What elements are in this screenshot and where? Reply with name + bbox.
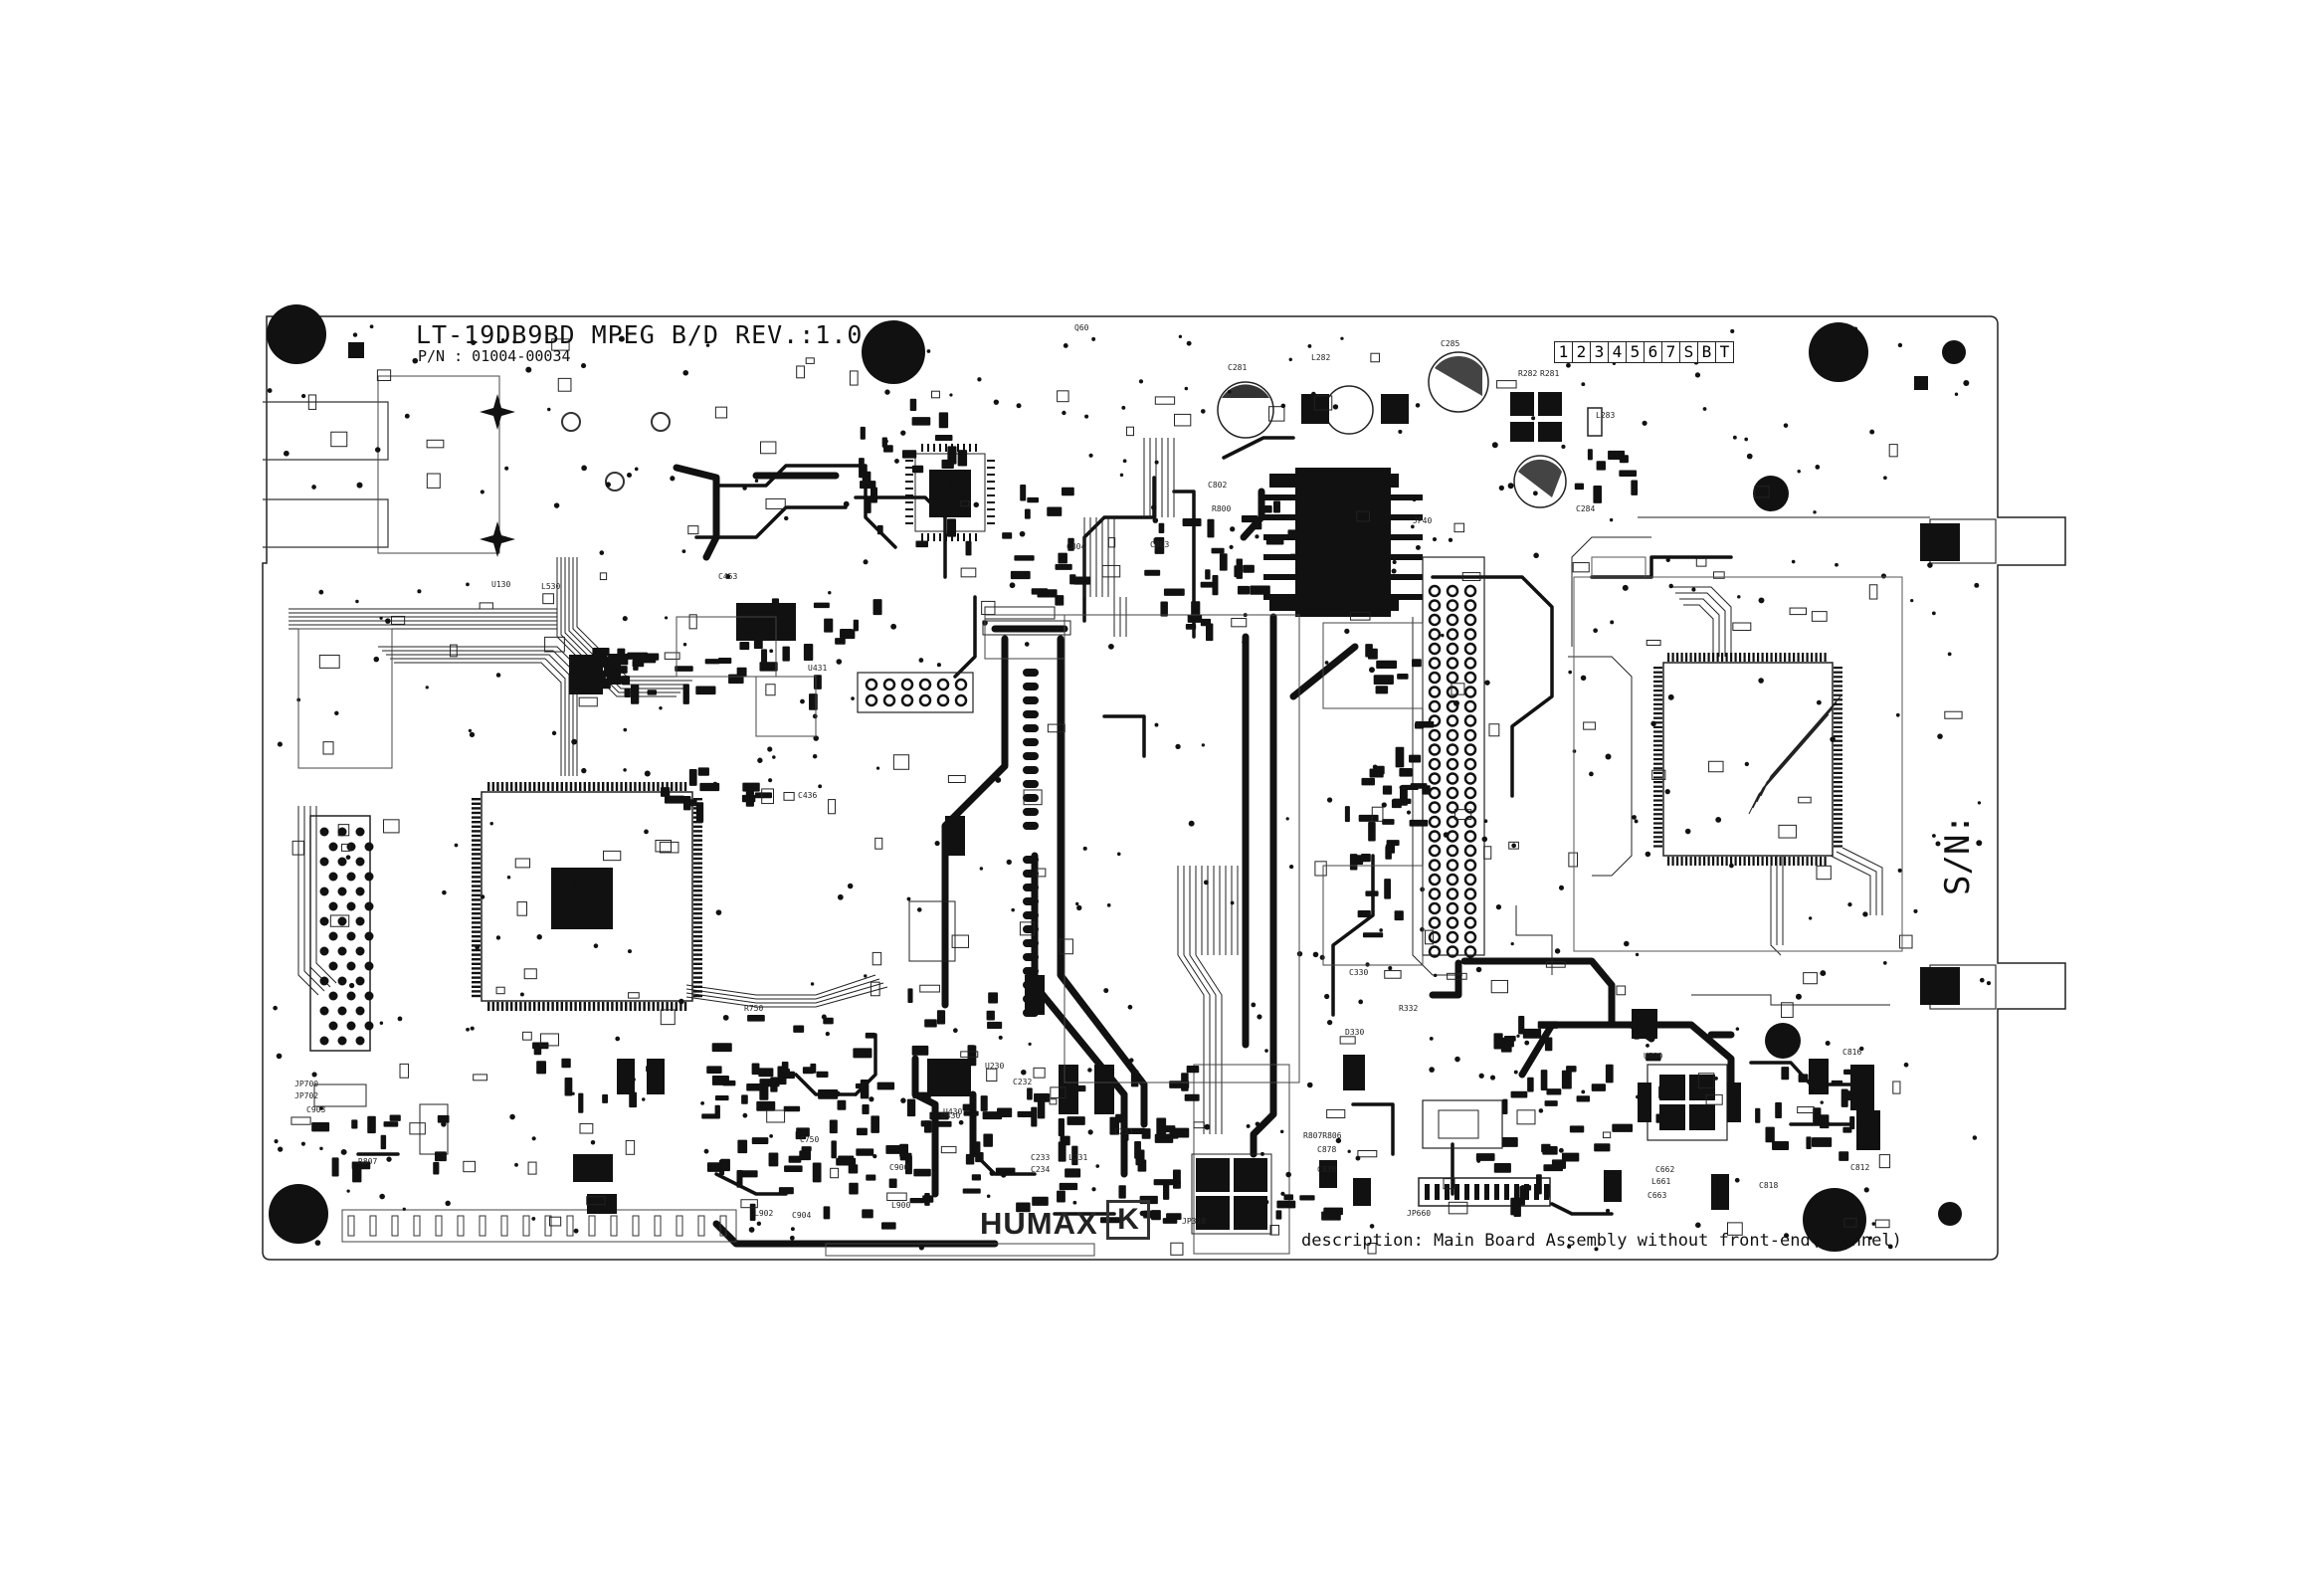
component-label: R807 [358,1157,377,1166]
mount-hole [269,1184,328,1244]
board-description: description: Main Board Assembly without… [1301,1231,1902,1251]
component-label: C284 [1576,504,1595,513]
component-label: C330 [1349,968,1368,977]
component-label: JP700 [294,1080,318,1088]
component-label: C812 [1850,1163,1869,1172]
component-label: C903 [306,1105,325,1114]
power-module [1638,1064,1741,1141]
component-label: C900 [889,1163,908,1172]
pin-number: 5 [1626,341,1645,363]
component-label: R807R806 [1303,1131,1342,1140]
component-label: R800 [1212,504,1231,513]
component-label: C803 [1150,540,1169,549]
component-label: C281 [1228,363,1247,372]
pin-number: 7 [1661,341,1680,363]
pin-number: 3 [1590,341,1609,363]
component-label: JP310 [1182,1217,1206,1226]
component-label: C904 [792,1211,811,1220]
component-label: L661 [1651,1177,1670,1186]
dsub-connector [309,815,374,1052]
component-label: C878 [1317,1145,1336,1154]
pin-number: T [1715,341,1734,363]
component-label: C802 [1208,481,1227,490]
component-label: C816 [1842,1048,1861,1057]
component-label: C804 [1066,542,1085,551]
board-title: LT-19DB9BD MPEG B/D REV.:1.0 [416,320,864,349]
component-label: U800 [1644,1052,1662,1061]
component-label: C436 [798,791,817,800]
qfp-chip-right [1662,662,1834,857]
component-label: U230 [985,1062,1004,1071]
pin-number: 2 [1572,341,1591,363]
component-label: U130 [491,580,510,589]
pin-number: 1 [1554,341,1573,363]
component-label: C818 [1759,1181,1778,1190]
component-label: C234 [1031,1165,1050,1174]
component-label: C231 [1114,1127,1133,1136]
pin-number: 4 [1608,341,1627,363]
component-label: R750 [744,1004,763,1013]
mount-hole [862,320,925,384]
component-label: R282 [1518,369,1537,378]
board-outline [262,315,2066,1261]
component-label: L900 [891,1201,910,1210]
component-label: JP702 [294,1091,318,1100]
component-label: U430 [943,1107,962,1116]
component-label: JP660 [1407,1209,1431,1218]
component-label: C663 [1647,1191,1666,1200]
brand-mark: K [1106,1200,1150,1240]
component-label: U430 [941,1111,960,1120]
component-label: C750 [800,1135,819,1144]
component-label: D330 [1345,1028,1364,1037]
component-label: L282 [1311,353,1330,362]
pin-number: 6 [1644,341,1662,363]
component-label: U431 [808,664,827,673]
qfp-right-pins [905,444,1842,866]
component-label: C662 [1655,1165,1674,1174]
serial-number-label: S/N: [1938,814,1978,895]
part-number: P/N : 01004-00034 [418,347,571,365]
component-label: C830 [1317,1165,1336,1174]
component-label: Q60 [1074,323,1089,332]
qfp-chip-main [472,782,702,1011]
mount-hole [1809,322,1868,382]
component-label: C285 [1441,339,1459,348]
pin-number: B [1697,341,1716,363]
brand-logo: HUMAX [980,1206,1098,1241]
pin-number: S [1679,341,1698,363]
component-label: L530 [541,582,560,591]
component-label: R332 [1399,1004,1418,1013]
component-label: L902 [754,1209,773,1218]
component-label: L283 [1596,411,1615,420]
component-label: R281 [1540,369,1559,378]
component-label: L231 [1068,1153,1087,1162]
mount-hole [267,304,326,364]
component-label: JP40 [1413,516,1432,525]
component-label: C232 [1013,1078,1032,1086]
component-label: C453 [718,572,737,581]
pin-header-grid [1428,584,1477,958]
component-label: C233 [1031,1153,1050,1162]
mount-hole [1803,1188,1866,1252]
square-pad-block [1191,1064,1290,1255]
